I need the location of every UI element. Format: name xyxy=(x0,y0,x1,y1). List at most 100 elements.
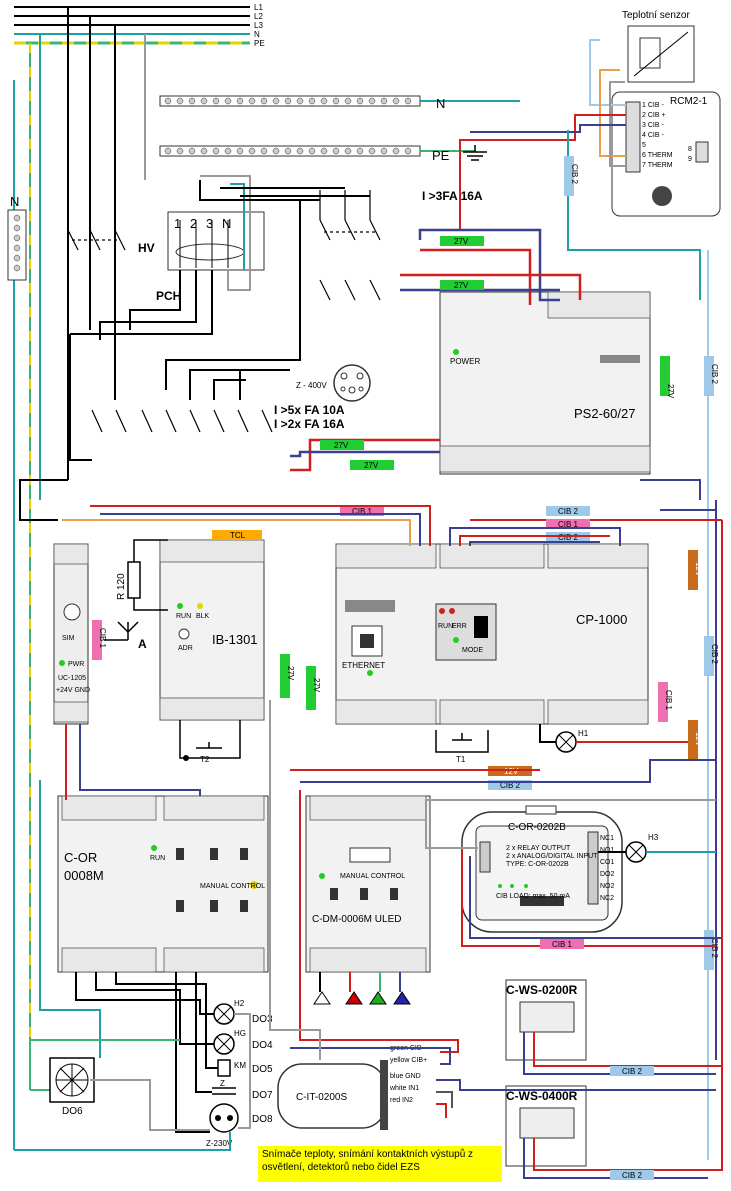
socket-400v xyxy=(333,364,371,402)
tag-12v-2 xyxy=(688,720,698,760)
tag-cib1-cor2-text: CIB 1 xyxy=(552,940,573,949)
h1-label: H1 xyxy=(578,729,589,738)
tag-cib2-c xyxy=(488,780,532,790)
socket-230v xyxy=(209,1103,239,1133)
fan-do6 xyxy=(49,1057,95,1103)
ib-led-blk: BLK xyxy=(196,613,210,620)
cdm-title: C-DM-0006M ULED xyxy=(312,914,401,925)
cit-wire-blue: blue GND xyxy=(390,1073,421,1080)
cp-ethernet: ETHERNET xyxy=(342,661,385,670)
pch-label: PCH xyxy=(156,289,181,303)
pch-term-3: 3 xyxy=(206,216,213,231)
ib-module xyxy=(159,539,265,721)
tag-27v-5-text: 27V xyxy=(666,384,675,399)
cp-led-run: RUN xyxy=(438,623,453,630)
tag-cib2-ws1 xyxy=(610,1066,654,1076)
tag-cib2-top xyxy=(564,156,574,196)
cit-wire-white: white IN1 xyxy=(389,1085,419,1092)
cor2-pin-co1: CO1 xyxy=(600,859,615,866)
n-bus-label: N xyxy=(436,96,445,111)
cor2-info-1: 2 x RELAY OUTPUT xyxy=(506,845,571,852)
tag-cib2-right-3 xyxy=(704,930,714,970)
n-busbar xyxy=(159,95,421,107)
rcm2-side-9: 9 xyxy=(688,156,692,163)
cor2-pin-no1: NO1 xyxy=(600,847,615,854)
rcm2-pin-1: 1 CIB - xyxy=(642,102,664,109)
cp-title: CP-1000 xyxy=(576,612,627,627)
cit-module xyxy=(277,1060,388,1130)
tag-cib1-gsm-text: CIB 1 xyxy=(98,628,107,649)
line-l3-label: L3 xyxy=(254,21,263,30)
tag-12v-2-text: 12V xyxy=(694,732,703,747)
tag-cib1-right-text: CIB 1 xyxy=(664,690,673,711)
tag-27v-4-text: 27V xyxy=(364,461,379,470)
rcm2-pin-2: 2 CIB + xyxy=(642,112,666,119)
ps-title: PS2-60/27 xyxy=(574,406,635,421)
antenna-label: A xyxy=(138,637,147,651)
tag-cib2-right-2-text: CIB 2 xyxy=(710,644,719,665)
lamp-h1 xyxy=(555,731,577,753)
t2-label: T2 xyxy=(200,755,210,764)
tag-cib2-top-text: CIB 2 xyxy=(570,164,579,185)
sensor-note: Snímače teploty, snímání kontaktních výs… xyxy=(258,1146,502,1182)
do3-label: DO3 xyxy=(252,1014,273,1025)
pch-box xyxy=(167,211,265,271)
tag-cib2-right-2 xyxy=(704,636,714,676)
rcm2-pin-3: 3 CIB - xyxy=(642,122,664,129)
tag-cib1-b-text: CIB 1 xyxy=(558,520,579,529)
rcm2-pin-6: 6 THERM xyxy=(642,152,673,159)
cit-wire-yellow: yellow CIB+ xyxy=(390,1057,427,1064)
cit-title: C-IT-0200S xyxy=(296,1092,347,1103)
tag-cib2-a-text: CIB 2 xyxy=(558,507,579,516)
lamp-h3 xyxy=(625,841,647,863)
left-n-bus xyxy=(7,209,27,281)
hv-label: HV xyxy=(138,241,155,255)
ib-title: IB-1301 xyxy=(212,632,258,647)
hg-label: HG xyxy=(234,1029,246,1038)
gsm-power: +24V GND xyxy=(56,687,90,694)
do4-label: DO4 xyxy=(252,1040,273,1051)
cws2-title: C-WS-0400R xyxy=(506,1089,578,1103)
h3-label: H3 xyxy=(648,833,659,842)
cit-wire-red: red IN2 xyxy=(390,1097,413,1104)
line-l1-label: L1 xyxy=(254,3,263,12)
pe-bus-label: PE xyxy=(432,148,450,163)
tag-cib2-right-1-text: CIB 2 xyxy=(710,364,719,385)
do7-label: DO7 xyxy=(252,1090,273,1101)
t2-button xyxy=(179,720,241,759)
breaker-2-label: I >2x FA 16A xyxy=(274,417,345,431)
line-pe-label: PE xyxy=(254,39,265,48)
tag-cib2-c-text: CIB 2 xyxy=(500,781,521,790)
cp-mode: MODE xyxy=(462,647,483,654)
tag-12v-1-text: 12V xyxy=(694,562,703,577)
do5-label: DO5 xyxy=(252,1064,273,1075)
cor2-pin-do2: DO2 xyxy=(600,871,615,878)
h2-label: H2 xyxy=(234,999,245,1008)
tag-cib2-a xyxy=(546,506,590,516)
cor8-module xyxy=(57,795,269,973)
pch-term-2: 2 xyxy=(190,216,197,231)
km-label: KM xyxy=(234,1061,246,1070)
do8-label: DO8 xyxy=(252,1114,273,1125)
cor2-pin-nc2: NC2 xyxy=(600,895,614,902)
tcl-text: TCL xyxy=(230,531,246,540)
mcb-row xyxy=(91,409,273,433)
gsm-pwr: PWR xyxy=(68,661,84,668)
cor2-title: C-OR-0202B xyxy=(508,822,566,833)
tag-cib2-right-3-text: CIB 2 xyxy=(710,938,719,959)
tag-cib2-ws2-text: CIB 2 xyxy=(622,1171,643,1180)
tag-cib2-b-text: CIB 2 xyxy=(558,533,579,542)
socket-400v-label: Z - 400V xyxy=(296,381,327,390)
gsm-sim: SIM xyxy=(62,635,75,642)
tag-cib1-b xyxy=(546,519,590,529)
gsm-model: UC-1205 xyxy=(58,675,86,682)
do6-label: DO6 xyxy=(62,1106,83,1117)
tag-27v-3-text: 27V xyxy=(334,441,349,450)
t1-label: T1 xyxy=(456,755,466,764)
gsm-module xyxy=(53,543,89,725)
antenna-icon xyxy=(104,621,139,641)
tag-cib1-cor2 xyxy=(540,939,584,949)
tag-27v-6-text: 27V xyxy=(286,666,295,681)
cws2-module xyxy=(505,1085,587,1167)
